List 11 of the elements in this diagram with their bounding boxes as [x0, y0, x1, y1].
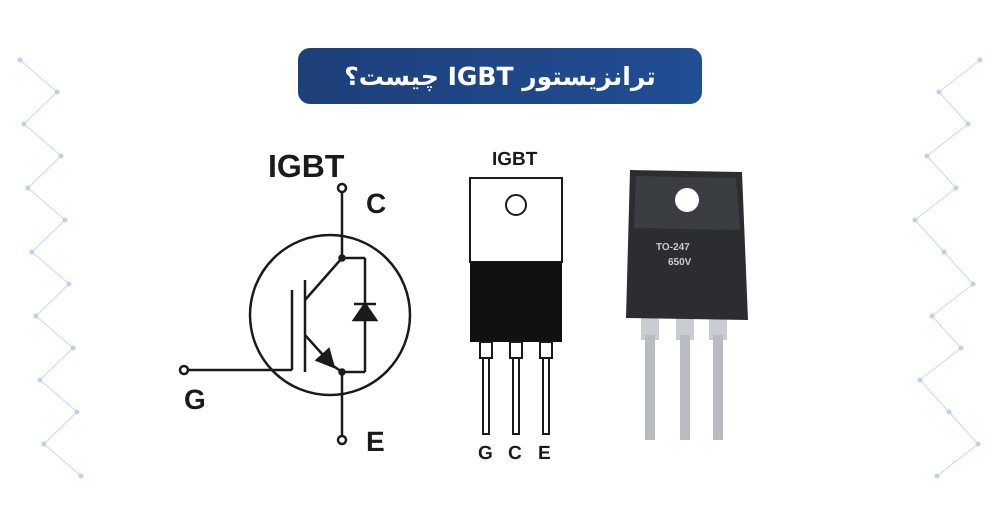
terminal-label: IGBT: [492, 150, 538, 169]
package-marking: TO-247: [656, 243, 690, 253]
terminal-label: E: [366, 428, 385, 456]
terminal-label: G: [184, 386, 206, 414]
package-marking: 650V: [668, 258, 692, 268]
terminal-label: C: [508, 444, 522, 463]
terminal-label: G: [478, 444, 493, 463]
title-banner: ترانزیستور IGBT چیست؟: [298, 48, 702, 104]
terminal-label: C: [366, 190, 386, 218]
terminal-label: E: [538, 444, 551, 463]
terminal-label: IGBT: [268, 150, 344, 182]
